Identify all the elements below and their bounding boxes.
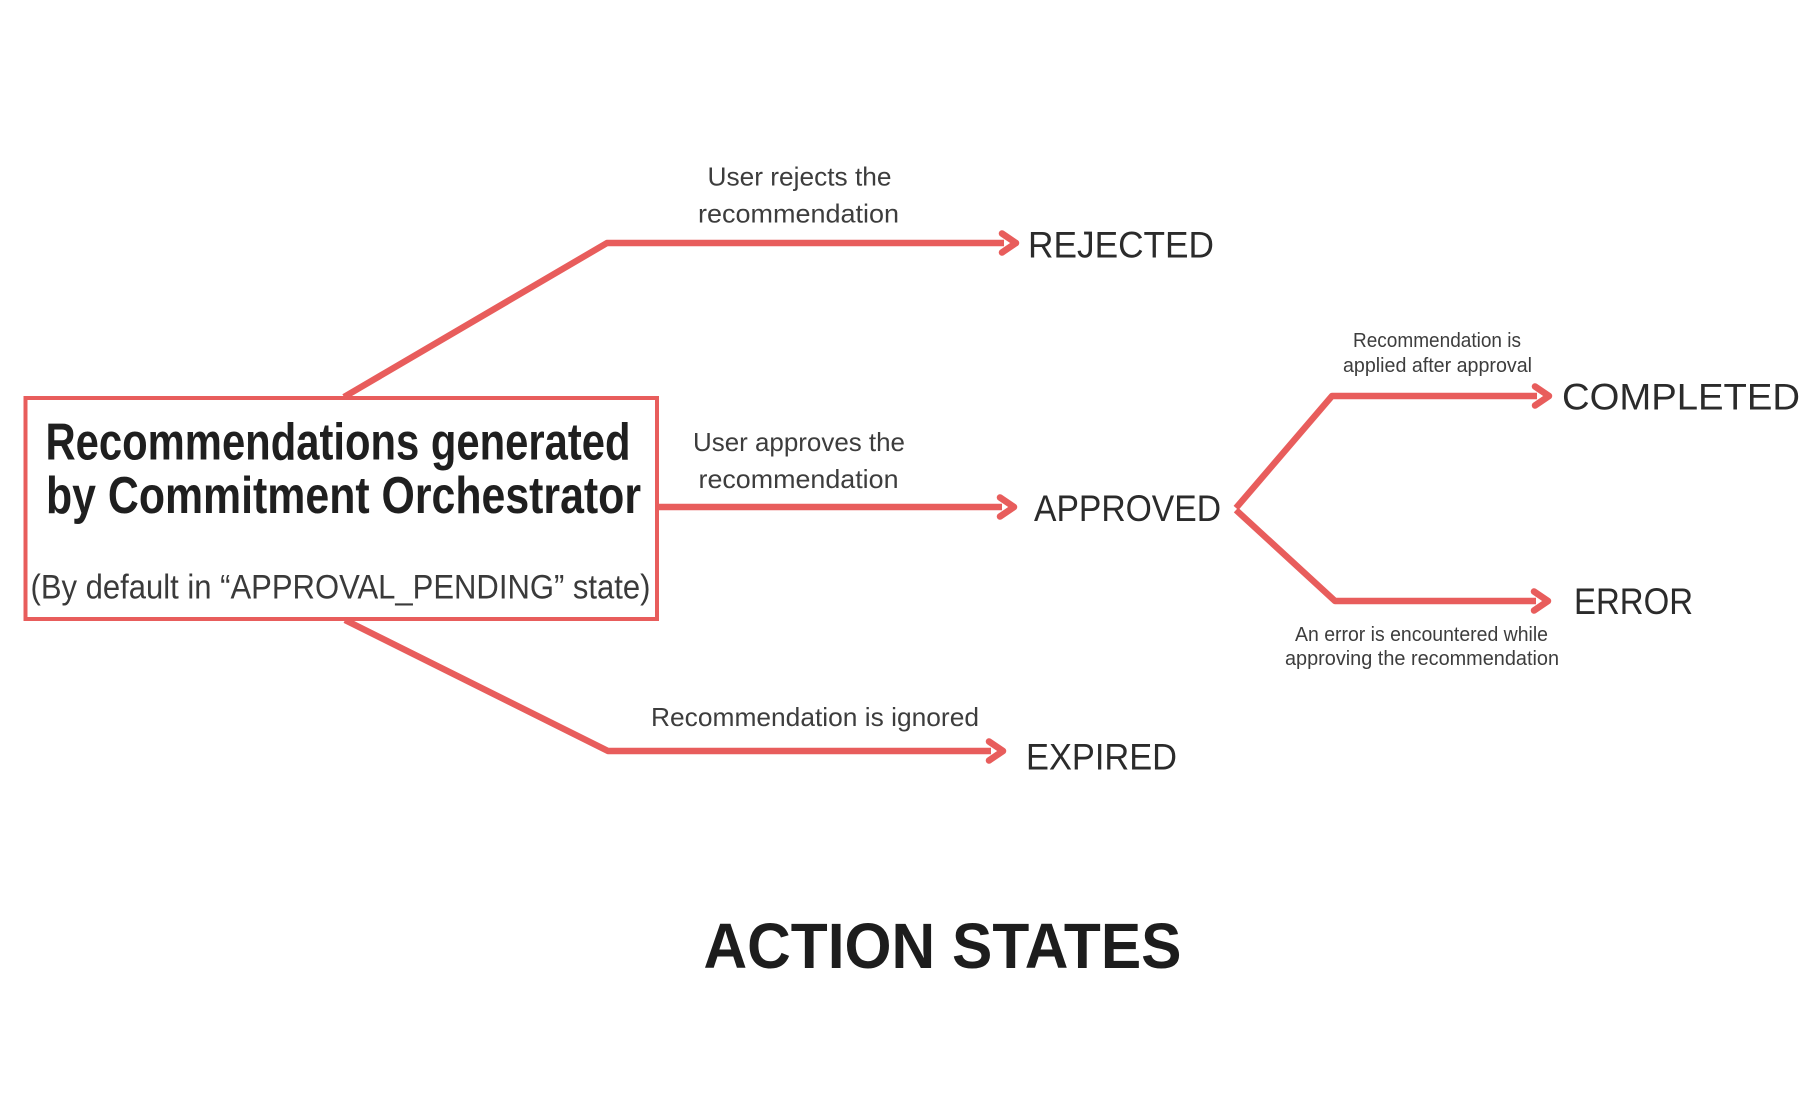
svg-text:applied after approval: applied after approval: [1343, 354, 1532, 377]
svg-text:ACTION STATES: ACTION STATES: [704, 910, 1182, 982]
svg-text:ERROR: ERROR: [1574, 580, 1693, 622]
svg-text:COMPLETED: COMPLETED: [1562, 376, 1800, 418]
svg-text:REJECTED: REJECTED: [1028, 224, 1214, 266]
svg-text:approving the recommendation: approving the recommendation: [1285, 647, 1559, 670]
svg-text:An error is encountered while: An error is encountered while: [1295, 623, 1548, 646]
svg-text:EXPIRED: EXPIRED: [1026, 736, 1177, 778]
svg-text:recommendation: recommendation: [698, 199, 899, 229]
svg-text:APPROVED: APPROVED: [1034, 487, 1221, 529]
svg-text:User approves the: User approves the: [693, 427, 905, 457]
svg-text:Recommendation is ignored: Recommendation is ignored: [651, 702, 979, 732]
svg-text:User rejects the: User rejects the: [708, 162, 892, 192]
svg-text:Recommendations generated: Recommendations generated: [46, 414, 631, 472]
svg-text:Recommendation is: Recommendation is: [1353, 329, 1521, 352]
svg-text:by Commitment Orchestrator: by Commitment Orchestrator: [46, 467, 641, 525]
svg-text:recommendation: recommendation: [699, 464, 899, 494]
svg-text:(By default in “APPROVAL_PENDI: (By default in “APPROVAL_PENDING” state): [31, 569, 651, 607]
